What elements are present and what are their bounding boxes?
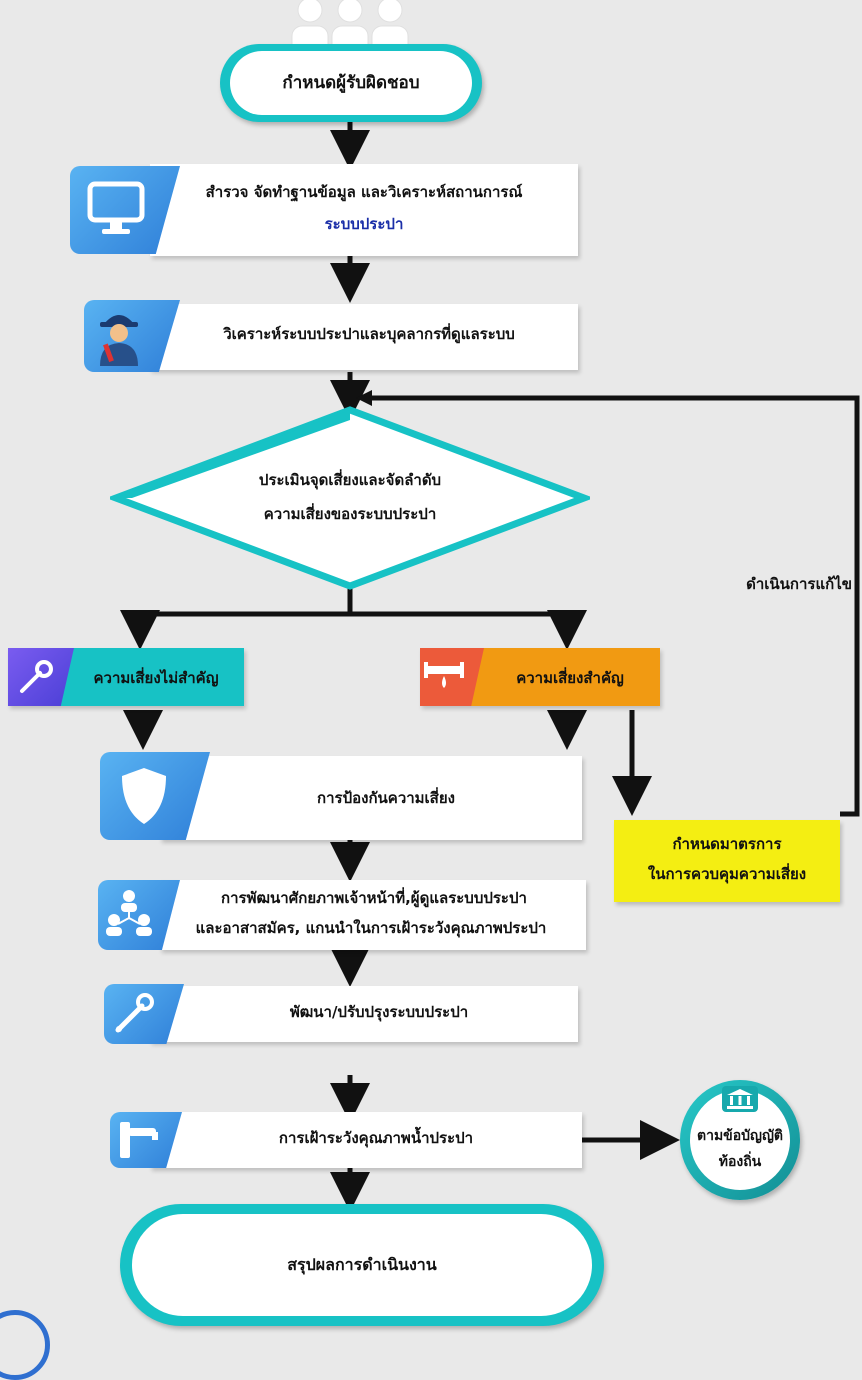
measures-step: กำหนดมาตรการ ในการควบคุมความเสี่ยง	[614, 820, 840, 902]
pipe-leak-icon	[424, 662, 464, 688]
major-risk-icon-tile	[420, 648, 484, 706]
major-risk-tag: ความเสี่ยงสำคัญ	[420, 648, 660, 706]
end-terminal: สรุปผลการดำเนินงาน	[120, 1204, 604, 1326]
monitor-icon	[87, 181, 145, 234]
improve-step-box: พัฒนา/ปรับปรุงระบบประปา	[150, 986, 578, 1042]
survey-line1: สำรวจ จัดทำฐานข้อมูล และวิเคราะห์สถานการ…	[205, 183, 523, 201]
wrench-icon	[115, 993, 154, 1033]
measures-line1: กำหนดมาตรการ	[672, 835, 782, 853]
major-risk-label: ความเสี่ยงสำคัญ	[516, 669, 624, 687]
law-line2: ท้องถิ่น	[718, 1154, 762, 1170]
assess-line2: ความเสี่ยงของระบบประปา	[263, 505, 437, 523]
government-building-icon	[722, 1086, 758, 1112]
start-terminal: กำหนดผู้รับผิดชอบ	[220, 44, 482, 122]
prevent-label: การป้องกันความเสี่ยง	[317, 789, 455, 807]
prevent-step: การป้องกันความเสี่ยง	[160, 756, 582, 840]
faucet-icon	[120, 1122, 158, 1158]
analyze-label: วิเคราะห์ระบบประปาและบุคลากรที่ดูแลระบบ	[223, 325, 515, 343]
measures-line2: ในการควบคุมความเสี่ยง	[647, 865, 807, 883]
improve-label: พัฒนา/ปรับปรุงระบบประปา	[289, 1003, 469, 1021]
monitor-label: การเฝ้าระวังคุณภาพน้ำประปา	[278, 1129, 474, 1147]
shield-icon	[122, 768, 166, 824]
minor-risk-icon-tile	[8, 648, 74, 706]
wrench-icon	[20, 660, 53, 693]
assess-decision	[110, 406, 590, 590]
analyze-step: วิเคราะห์ระบบประปาและบุคลากรที่ดูแลระบบ	[150, 304, 578, 370]
monitor-step: การเฝ้าระวังคุณภาพน้ำประปา	[150, 1112, 582, 1168]
survey-line2: ระบบประปา	[324, 215, 404, 233]
fix-label: ดำเนินการแก้ไข	[746, 575, 852, 593]
law-line1: ตามข้อบัญญัติ	[697, 1128, 783, 1144]
plumber-icon	[100, 315, 138, 366]
assess-line1: ประเมินจุดเสี่ยงและจัดลำดับ	[258, 471, 442, 489]
law-circle: ตามข้อบัญญัติ ท้องถิ่น	[680, 1080, 800, 1200]
develop-step: การพัฒนาศักยภาพเจ้าหน้าที่,ผู้ดูแลระบบปร…	[160, 880, 586, 950]
develop-line2: และอาสาสมัคร, แกนนำในการเฝ้าระวังคุณภาพป…	[195, 919, 547, 937]
team-icon	[106, 890, 152, 936]
survey-step: สำรวจ จัดทำฐานข้อมูล และวิเคราะห์สถานการ…	[150, 164, 578, 256]
minor-risk-label: ความเสี่ยงไม่สำคัญ	[93, 669, 219, 687]
summary-label: สรุปผลการดำเนินงาน	[132, 1214, 592, 1316]
minor-risk-tag: ความเสี่ยงไม่สำคัญ	[8, 648, 244, 706]
develop-line1: การพัฒนาศักยภาพเจ้าหน้าที่,ผู้ดูแลระบบปร…	[221, 889, 527, 907]
flow-connectors	[120, 122, 860, 1212]
responsible-label: กำหนดผู้รับผิดชอบ	[230, 51, 472, 115]
